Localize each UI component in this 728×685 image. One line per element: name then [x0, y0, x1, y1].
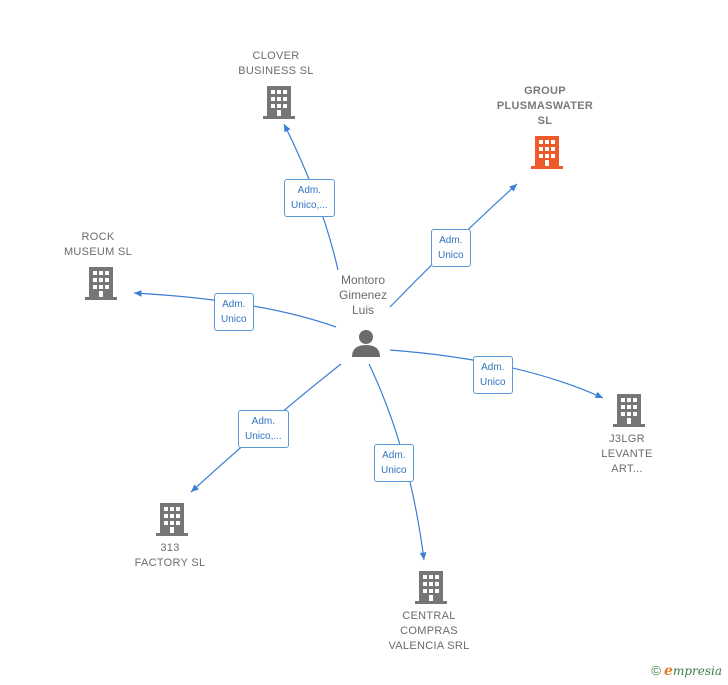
- company-label-plusmaswater[interactable]: GROUP PLUSMASWATER SL: [484, 84, 606, 129]
- edge-label-plusmaswater[interactable]: Adm. Unico: [431, 229, 471, 267]
- edge-role-line: Unico: [480, 377, 506, 388]
- company-name-line: GROUP: [524, 85, 566, 97]
- edge-label-clover[interactable]: Adm. Unico,...: [284, 179, 335, 217]
- edge-label-rock[interactable]: Adm. Unico: [214, 293, 254, 331]
- building-icon-factory[interactable]: [156, 503, 188, 536]
- company-name-line: CENTRAL: [402, 610, 456, 622]
- company-name-line: 313: [160, 542, 180, 554]
- building-icon-central[interactable]: [415, 571, 447, 604]
- company-name-line: SL: [537, 115, 553, 127]
- company-name-line: BUSINESS SL: [238, 65, 314, 77]
- edge-role-line: Unico: [438, 250, 464, 261]
- edge-role-line: Unico,...: [245, 431, 282, 442]
- edge-role-line: Adm.: [222, 299, 246, 310]
- building-icon-j3lgr[interactable]: [613, 394, 645, 427]
- person-name-line: Gimenez: [338, 288, 388, 302]
- company-name-line: LEVANTE: [601, 448, 653, 460]
- edge-label-central[interactable]: Adm. Unico: [374, 444, 414, 482]
- building-icon-rock[interactable]: [85, 267, 117, 300]
- edge-label-j3lgr[interactable]: Adm. Unico: [473, 356, 513, 394]
- company-label-factory[interactable]: 313 FACTORY SL: [120, 541, 220, 571]
- company-name-line: ROCK: [81, 231, 115, 243]
- copyright-icon: ©: [651, 663, 662, 678]
- brand-footer: ©empresia: [651, 663, 722, 679]
- edge-role-line: Adm.: [251, 416, 276, 427]
- building-icon-plusmaswater[interactable]: [531, 136, 563, 169]
- brand-logo-text: mpresia: [672, 664, 722, 678]
- person-name-line: Luis: [351, 303, 374, 317]
- company-name-line: COMPRAS: [400, 625, 458, 637]
- company-name-line: VALENCIA SRL: [388, 640, 470, 652]
- company-name-line: PLUSMASWATER: [496, 100, 594, 112]
- company-label-central[interactable]: CENTRAL COMPRAS VALENCIA SRL: [373, 609, 485, 654]
- company-label-j3lgr[interactable]: J3LGR LEVANTE ART...: [587, 432, 667, 477]
- edge-label-factory[interactable]: Adm. Unico,...: [238, 410, 289, 448]
- company-label-rock[interactable]: ROCK MUSEUM SL: [48, 230, 148, 260]
- company-name-line: MUSEUM SL: [63, 246, 133, 258]
- brand-logo-initial: e: [664, 663, 673, 679]
- company-name-line: CLOVER: [252, 50, 300, 62]
- edge-role-line: Adm.: [297, 185, 322, 196]
- person-icon[interactable]: [352, 330, 380, 357]
- edge-role-line: Adm.: [382, 450, 406, 461]
- person-name-line: Montoro: [340, 273, 386, 287]
- edge-role-line: Unico,...: [291, 200, 328, 211]
- edge-role-line: Adm.: [439, 235, 463, 246]
- company-name-line: ART...: [611, 463, 643, 475]
- company-name-line: J3LGR: [609, 433, 645, 445]
- edge-role-line: Adm.: [481, 362, 505, 373]
- company-name-line: FACTORY SL: [134, 557, 206, 569]
- edge-role-line: Unico: [381, 465, 407, 476]
- company-label-clover[interactable]: CLOVER BUSINESS SL: [226, 49, 326, 79]
- building-icon-clover[interactable]: [263, 86, 295, 119]
- person-name[interactable]: Montoro Gimenez Luis: [326, 273, 400, 318]
- edge-role-line: Unico: [221, 314, 247, 325]
